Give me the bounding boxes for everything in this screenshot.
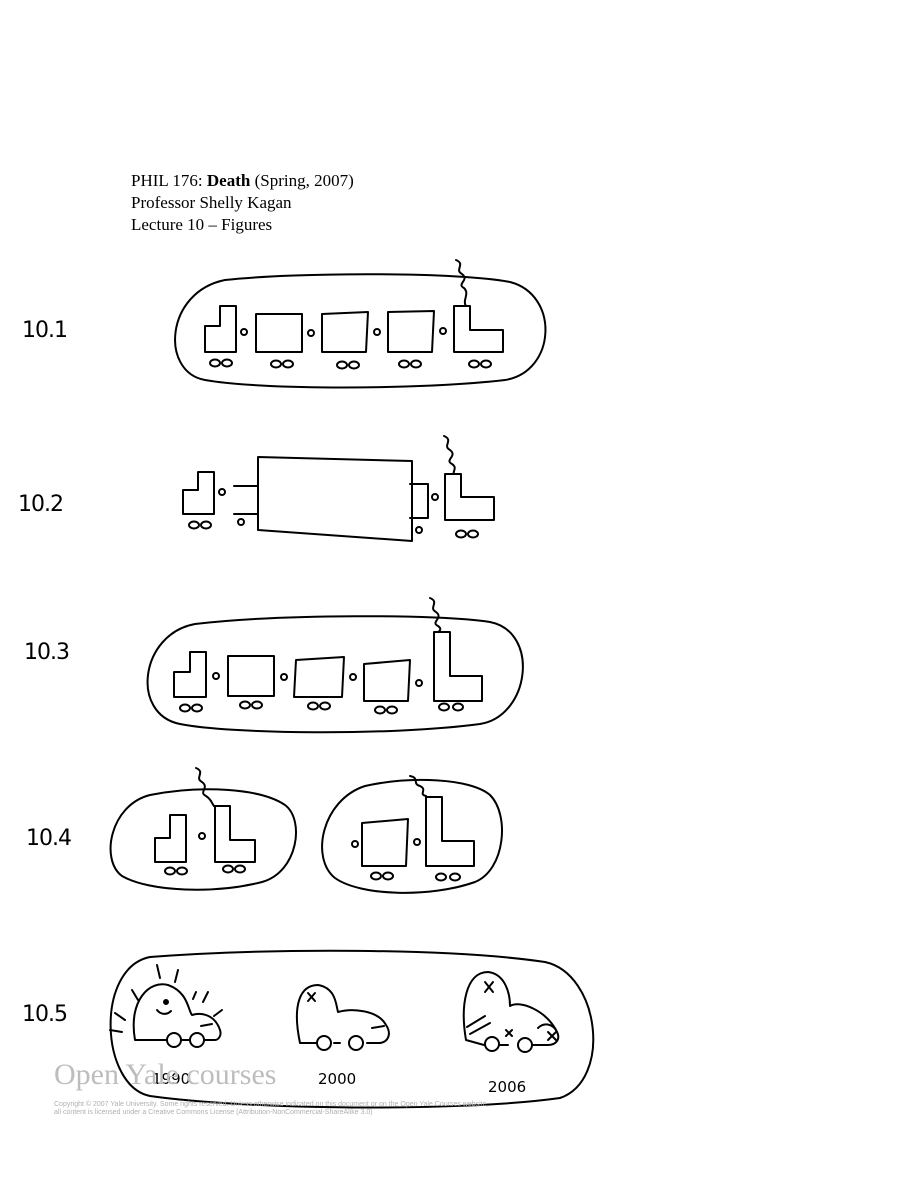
engine — [453, 305, 504, 353]
course-code: PHIL 176: — [131, 171, 203, 190]
enclosure — [109, 949, 595, 1109]
figure-label-10-4: 10.4 — [26, 826, 72, 851]
engine-smoke — [429, 597, 442, 633]
figure-10-1-train — [174, 259, 547, 389]
enclosure — [146, 615, 524, 734]
course-title: Death — [206, 171, 251, 190]
watermark-copyright: Copyright © 2007 Yale University. Some r… — [54, 1101, 489, 1116]
year-1990: 1990 — [152, 1070, 190, 1088]
professor-line: Professor Shelly Kagan — [131, 193, 292, 212]
engine-smoke — [455, 259, 468, 307]
car-2006 — [462, 971, 560, 1046]
big-box — [257, 456, 413, 542]
engine-smoke — [195, 767, 215, 807]
engine — [444, 473, 495, 521]
figure-label-10-3: 10.3 — [24, 640, 70, 665]
lecture-line: Lecture 10 – Figures — [131, 215, 273, 234]
figure-label-10-2: 10.2 — [18, 492, 64, 517]
course-term: (Spring, 2007) — [254, 171, 354, 190]
caboose — [182, 471, 215, 515]
year-2000: 2000 — [318, 1070, 356, 1088]
engine-smoke — [409, 775, 427, 797]
year-2006: 2006 — [488, 1078, 526, 1096]
enclosure — [174, 273, 547, 389]
caboose — [154, 814, 187, 863]
caboose — [173, 651, 207, 698]
engine — [425, 796, 475, 867]
enclosure — [321, 778, 503, 894]
car-1990 — [132, 983, 222, 1041]
x-eye — [484, 981, 494, 993]
figure-10-4-right — [321, 775, 503, 894]
watermark-logo: Open Yale courses — [54, 1058, 277, 1091]
enclosure — [109, 788, 298, 891]
engine-smoke — [443, 435, 456, 475]
car-2000 — [295, 984, 390, 1044]
document-header: PHIL 176: Death (Spring, 2007) Professor… — [131, 170, 354, 236]
engine — [433, 631, 483, 702]
caboose — [204, 305, 237, 353]
figure-10-3-train — [146, 597, 524, 734]
x-eye — [307, 992, 316, 1002]
dents — [466, 1015, 491, 1035]
figure-10-5-cars: 1990 2000 2006 — [109, 949, 595, 1109]
figure-10-4-left — [109, 767, 298, 891]
course-line: PHIL 176: Death (Spring, 2007) — [131, 170, 354, 192]
engine — [214, 805, 256, 863]
figure-10-2-train — [182, 435, 495, 542]
figure-label-10-1: 10.1 — [22, 318, 68, 343]
car-smile — [156, 1009, 172, 1015]
shine-lines — [109, 964, 223, 1033]
figure-label-10-5: 10.5 — [22, 1002, 68, 1027]
